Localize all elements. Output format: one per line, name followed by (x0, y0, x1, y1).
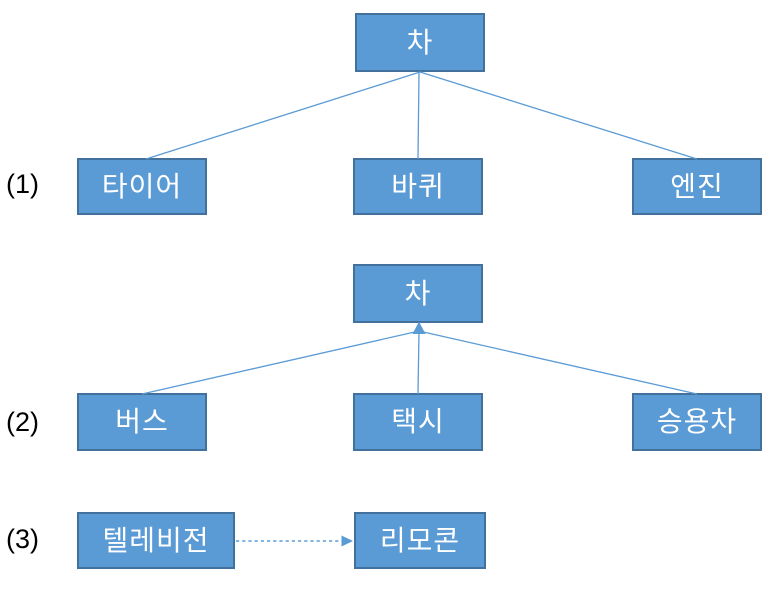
edge-car-wheel (417, 71, 420, 160)
diagram1-edges (145, 71, 698, 160)
diagram2-label: (2) (6, 407, 39, 437)
diagram3-target-box: 리모콘 (354, 512, 486, 569)
edge-car-tire (145, 71, 421, 160)
edge-car-engine (419, 71, 698, 160)
diagram3-label: (3) (6, 524, 39, 554)
diagram1-child-box-1: 타이어 (77, 158, 207, 215)
diagram3-source-box: 텔레비전 (77, 512, 235, 569)
diagram1-child-box-2: 바퀴 (353, 158, 483, 215)
diagram2-child-box-3: 승용차 (632, 393, 762, 451)
diagram2-child-box-2: 택시 (353, 393, 483, 451)
edge-bus-car (141, 330, 420, 395)
arrowhead-up-icon (412, 321, 426, 334)
edge-taxi-car (417, 330, 420, 395)
diagram2-child-box-1: 버스 (77, 393, 207, 451)
diagram2-edges (141, 321, 698, 395)
diagram1-child-box-3: 엔진 (632, 158, 762, 215)
diagram1-label: (1) (6, 169, 39, 199)
diagram2-root-box: 차 (353, 264, 483, 323)
edge-sedan-car (418, 330, 698, 395)
diagram1-root-box: 차 (355, 13, 485, 72)
diagram3-edges (236, 535, 353, 547)
arrowhead-right-icon (341, 535, 353, 547)
